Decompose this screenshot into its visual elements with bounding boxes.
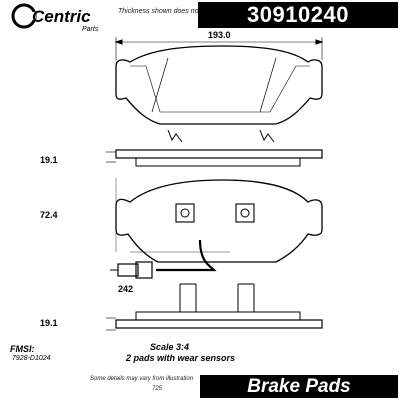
brand-name: Centric: [32, 7, 91, 26]
fmsi-value: 7928-D1024: [12, 355, 51, 362]
bottom-pad-outline: [115, 179, 323, 263]
fmsi-label: FMSI:: [10, 344, 35, 354]
bottom-friction-layer: [135, 311, 301, 320]
retaining-clips: [167, 129, 275, 143]
thickness-top-label: 19.1: [40, 155, 58, 165]
thickness-note: Thickness shown does not include shim: [118, 8, 242, 15]
part-number: 30910240: [247, 2, 349, 27]
category-label: Brake Pads: [247, 376, 351, 397]
sensor-left: [175, 203, 195, 223]
top-pad-inner: [130, 65, 310, 113]
sensor-right: [235, 203, 255, 223]
wear-sensor-wire: [156, 239, 217, 272]
width-arrows: [114, 39, 324, 45]
top-backing-plate: [115, 149, 323, 159]
sensor-left-hole: [180, 208, 190, 218]
thickness-bottom-label: 19.1: [40, 318, 58, 328]
top-friction-layer: [135, 158, 301, 167]
bottom-clip-right: [237, 283, 255, 312]
footer-note: Some details may vary from illustration: [90, 376, 194, 382]
sensor-connector: [135, 261, 153, 279]
sensor-plug: [117, 263, 139, 277]
scale-note: Scale 3:4: [150, 342, 190, 352]
category-banner: Brake Pads: [200, 375, 398, 398]
wire-length-label: 242: [118, 284, 134, 294]
part-number-banner: 30910240: [198, 2, 398, 28]
sensor-right-hole: [240, 208, 250, 218]
brand-sub: Parts: [82, 26, 99, 33]
sensor-note: 2 pads with wear sensors: [126, 353, 236, 363]
height-label: 72.4: [40, 210, 58, 220]
centric-logo-mark: Centric Parts: [11, 3, 99, 33]
top-pad-outline: [115, 45, 323, 125]
bottom-clip-left: [179, 283, 197, 312]
width-label: 193.0: [208, 30, 231, 40]
top-pad-slot-left: [151, 57, 169, 113]
bottom-backing-plate: [115, 319, 323, 329]
page-code: 725: [152, 386, 163, 392]
centric-logo: Centric Parts: [10, 2, 120, 36]
top-pad-slot-right: [259, 57, 277, 113]
